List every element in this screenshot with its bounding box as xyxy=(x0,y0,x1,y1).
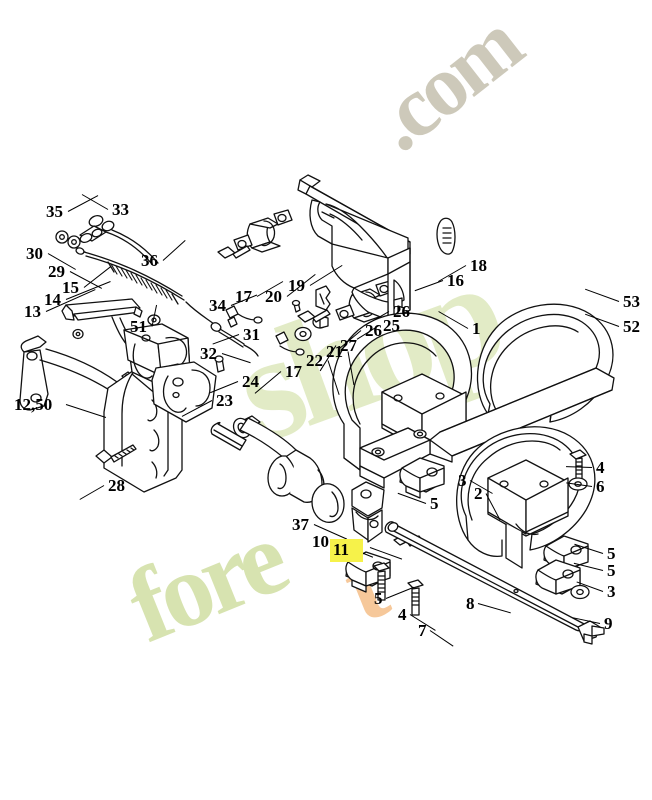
callout-label-4: 4 xyxy=(398,605,407,624)
callout-label-5: 5 xyxy=(607,561,616,580)
spacers-37 xyxy=(232,415,345,523)
callout-label-8: 8 xyxy=(466,594,475,613)
callout-label-12-50: 12,50 xyxy=(14,395,53,414)
callout-label-22: 22 xyxy=(306,351,323,370)
callout-label-34: 34 xyxy=(209,296,226,315)
control-handle-16 xyxy=(297,174,456,323)
callout-label-32: 32 xyxy=(200,344,217,363)
callout-label-27: 27 xyxy=(340,336,357,355)
callout-label-33: 33 xyxy=(112,200,129,219)
callout-label-25: 25 xyxy=(383,316,400,335)
callout-label-14: 14 xyxy=(44,290,61,309)
callout-label-18: 18 xyxy=(470,256,487,275)
callout-label-16: 16 xyxy=(447,271,464,290)
callout-label-6: 6 xyxy=(596,477,605,496)
small-hardware-group xyxy=(225,285,331,356)
callout-label-1: 1 xyxy=(472,319,481,338)
clamps-5 xyxy=(345,457,590,600)
callout-label-31: 31 xyxy=(243,325,260,344)
bracket-10-bolt-11 xyxy=(351,481,423,547)
callout-label-37: 37 xyxy=(292,515,309,534)
throttle-cable-assembly xyxy=(55,215,259,357)
callout-label-10: 10 xyxy=(312,532,329,551)
screw-28 xyxy=(95,444,137,464)
bolts-4-7 xyxy=(373,562,424,616)
callout-label-7: 7 xyxy=(418,621,427,640)
callout-label-5: 5 xyxy=(374,589,383,608)
callout-label-5: 5 xyxy=(607,544,616,563)
bolt-4-upper xyxy=(569,449,587,480)
callout-label-21: 21 xyxy=(326,342,343,361)
callout-label-2: 2 xyxy=(474,484,483,503)
shaft-section xyxy=(210,421,247,451)
callout-label-5: 5 xyxy=(430,494,439,513)
callout-label-24: 24 xyxy=(242,372,259,391)
callout-label-51: 51 xyxy=(130,317,147,336)
callout-label-30: 30 xyxy=(26,244,43,263)
callout-label-3: 3 xyxy=(607,582,616,601)
callout-label-29: 29 xyxy=(48,262,65,281)
callout-label-17: 17 xyxy=(235,287,252,306)
callout-label-35: 35 xyxy=(46,202,63,221)
callout-label-11: 11 xyxy=(330,539,364,562)
callout-label-53: 53 xyxy=(623,292,640,311)
callout-label-52: 52 xyxy=(623,317,640,336)
callout-label-15: 15 xyxy=(62,278,79,297)
drive-tube-8 xyxy=(384,521,605,645)
callout-label-13: 13 xyxy=(24,302,41,321)
callout-label-17: 17 xyxy=(285,362,302,381)
callout-label-4: 4 xyxy=(596,458,605,477)
callout-label-20: 20 xyxy=(265,287,282,306)
callout-label-9: 9 xyxy=(604,614,613,633)
callout-label-36: 36 xyxy=(141,251,158,270)
callout-label-28: 28 xyxy=(108,476,125,495)
loop-handle-lower-right xyxy=(456,426,596,569)
callout-label-19: 19 xyxy=(288,276,305,295)
callout-label-26: 26 xyxy=(393,302,410,321)
callout-label-23: 23 xyxy=(216,391,233,410)
callout-label-3: 3 xyxy=(458,471,467,490)
